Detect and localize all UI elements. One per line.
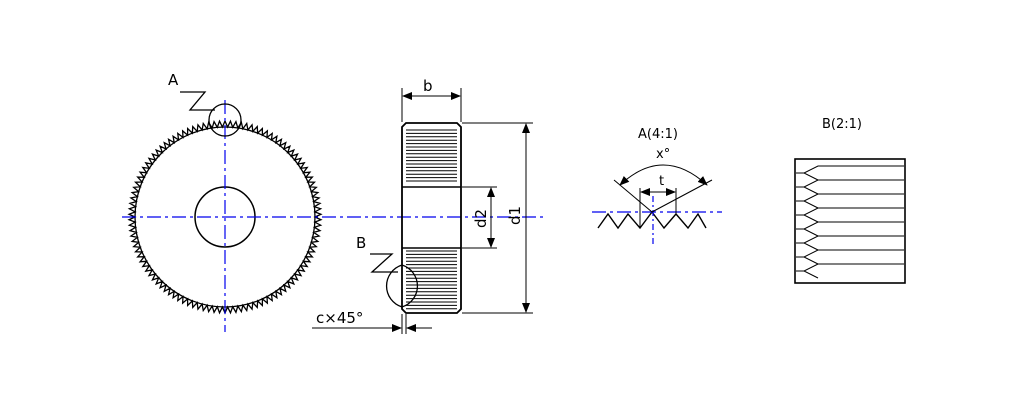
pitch-label: t [659,174,664,189]
side-knurl-lower [406,250,457,310]
side-view: B b d1 d2 c×45° [312,77,533,334]
groove-line [802,193,904,209]
detail-b-outline [794,158,906,284]
detail-b-title: B(2:1) [822,117,862,132]
outer-diameter-label: d1 [506,206,524,225]
detail-b-arc-left [385,264,403,308]
groove-line [802,221,904,237]
chamfer-label: c×45° [316,309,363,327]
groove-line [802,235,904,251]
width-label: b [423,77,433,95]
groove-line [802,263,904,279]
detail-b: B(2:1) [794,117,906,284]
side-knurl-upper [406,129,457,182]
angle-ext-left [613,179,653,213]
detail-b-arc [401,264,419,308]
view-a-marker: A [168,71,179,89]
groove-line [802,249,904,265]
groove-line [802,179,904,195]
front-view: A [122,71,545,332]
detail-a: A(4:1) x° t [592,127,722,244]
view-b-marker: B [356,234,366,252]
view-b-leader [370,253,398,273]
bore-diameter-label: d2 [472,209,490,228]
view-a-leader [180,91,215,111]
angle-arc [619,164,708,186]
groove-line [802,165,904,181]
groove-line [802,207,904,223]
tooth-angle-label: x° [656,147,670,162]
detail-a-circle [208,103,242,137]
detail-b-grooves [796,165,904,279]
detail-a-tooth-profile [597,210,707,230]
detail-a-title: A(4:1) [638,127,678,142]
